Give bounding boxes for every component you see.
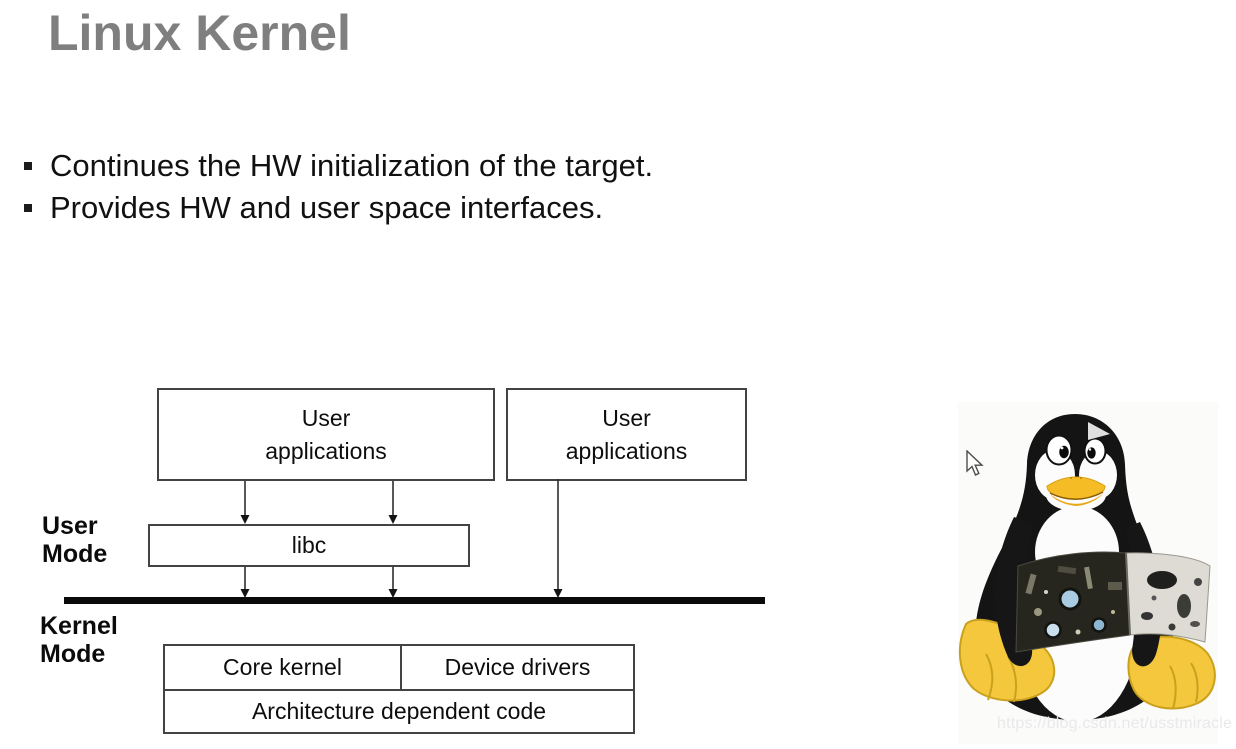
kernel-table-row-top: Core kernel Device drivers xyxy=(165,646,633,689)
diagram-box-user-applications-left: User applications xyxy=(157,388,495,481)
user-mode-label: User Mode xyxy=(42,512,108,568)
tux-image: https://blog.csdn.net/usstmiracle xyxy=(958,402,1232,744)
kernel-mode-label: Kernel Mode xyxy=(40,612,118,668)
bullet-text: Continues the HW initialization of the t… xyxy=(50,148,654,183)
bullet-square-icon xyxy=(24,204,32,212)
diagram-box-architecture-dependent-code: Architecture dependent code xyxy=(165,689,633,732)
mouse-cursor-icon xyxy=(966,450,984,476)
tux-penguin-illustration xyxy=(958,414,1216,722)
diagram-box-libc: libc xyxy=(148,524,470,567)
bullet-item: Provides HW and user space interfaces. xyxy=(22,190,653,225)
bullet-square-icon xyxy=(24,162,32,170)
diagram-kernel-table: Core kernel Device drivers Architecture … xyxy=(163,644,635,734)
bullet-list: Continues the HW initialization of the t… xyxy=(22,148,653,232)
bullet-text: Provides HW and user space interfaces. xyxy=(50,190,604,225)
csdn-watermark: https://blog.csdn.net/usstmiracle xyxy=(997,715,1233,732)
kernel-boundary-line xyxy=(64,597,765,604)
diagram-box-user-applications-right: User applications xyxy=(506,388,747,481)
diagram-box-core-kernel: Core kernel xyxy=(165,646,402,689)
slide-title: Linux Kernel xyxy=(48,5,351,61)
bullet-item: Continues the HW initialization of the t… xyxy=(22,148,653,183)
diagram-box-device-drivers: Device drivers xyxy=(444,654,591,680)
